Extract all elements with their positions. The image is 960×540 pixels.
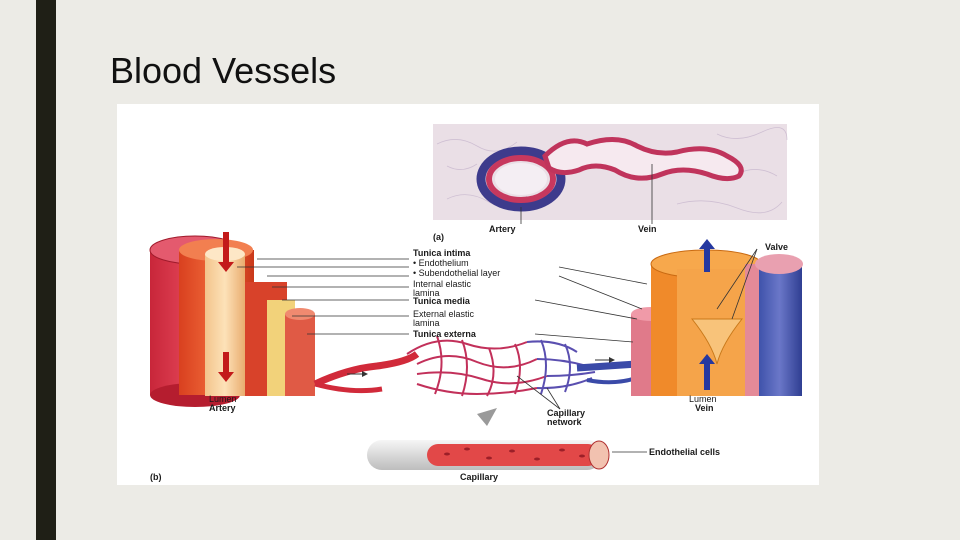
- artery-cutaway: [149, 232, 315, 407]
- label-lumen-right: Lumen: [689, 394, 717, 404]
- label-vein: Vein: [695, 403, 714, 413]
- arterial-flow-arrow: [223, 232, 229, 262]
- blood-vessel-figure: (a) Artery Vein: [117, 104, 819, 485]
- label-lumen-left: Lumen: [209, 394, 237, 404]
- vein-wall: [542, 137, 744, 182]
- panel-b-label: (b): [150, 472, 162, 482]
- label-tunica-externa: Tunica externa: [413, 329, 477, 339]
- vein-cutaway: [631, 239, 803, 396]
- label-endothelium: • Endothelium: [413, 258, 469, 268]
- micrograph-vein-label: Vein: [638, 224, 657, 234]
- label-tunica-media: Tunica media: [413, 296, 471, 306]
- label-tunica-intima: Tunica intima: [413, 248, 471, 258]
- capillary-detail: [367, 408, 610, 470]
- vein-valve: [690, 318, 744, 365]
- slide-title: Blood Vessels: [110, 50, 337, 91]
- label-valve: Valve: [765, 242, 788, 252]
- label-internal-elastic-1: Internal elastic: [413, 279, 472, 289]
- label-subendothelial-layer: • Subendothelial layer: [413, 268, 500, 278]
- left-accent-bar: [36, 0, 56, 540]
- leader-lines: [237, 248, 758, 453]
- blood-vessel-diagram: (a) Artery Vein: [149, 124, 803, 482]
- label-endothelial-cells: Endothelial cells: [649, 447, 720, 457]
- venous-flow-arrow: [704, 246, 710, 272]
- label-internal-elastic-2: lamina: [413, 288, 440, 298]
- label-artery: Artery: [209, 403, 236, 413]
- label-external-elastic-2: lamina: [413, 318, 440, 328]
- label-capillary: Capillary: [460, 472, 498, 482]
- label-external-elastic-1: External elastic: [413, 309, 475, 319]
- label-capillary-network-2: network: [547, 417, 583, 427]
- label-capillary-network-1: Capillary: [547, 408, 585, 418]
- micrograph-panel: (a) Artery Vein: [433, 124, 788, 242]
- panel-a-label: (a): [433, 232, 444, 242]
- micrograph-artery-label: Artery: [489, 224, 516, 234]
